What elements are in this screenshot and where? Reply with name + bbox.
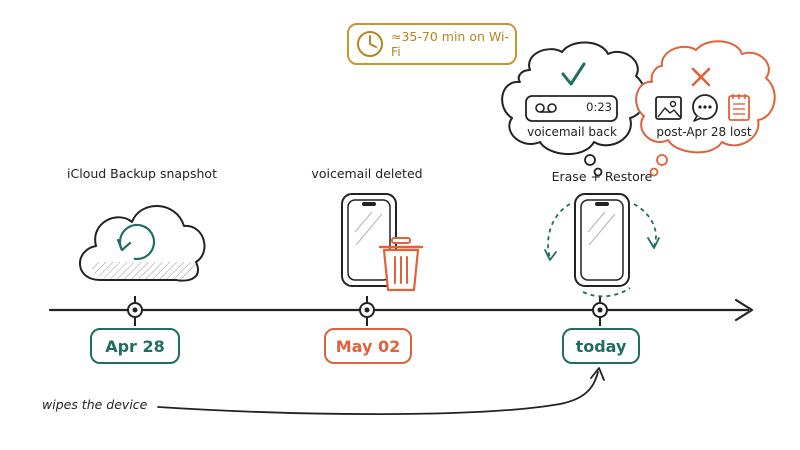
success-thought-bubble: [501, 41, 647, 177]
date-pill-apr28: Apr 28: [90, 328, 180, 364]
voicemail-icon: [535, 103, 557, 113]
event-label-backup: iCloud Backup snapshot: [67, 166, 217, 181]
timeline-marker-apr28: [127, 296, 143, 326]
date-text: Apr 28: [105, 336, 165, 356]
trash-icon: [378, 237, 424, 292]
checkmark-icon: [561, 62, 586, 86]
success-caption: voicemail back: [527, 125, 617, 139]
date-pill-today: today: [562, 328, 640, 364]
photo-icon: [655, 96, 682, 120]
loss-caption: post-Apr 28 lost: [656, 125, 752, 139]
message-icon: [692, 94, 718, 122]
clock-icon: [357, 31, 383, 57]
cross-icon: [691, 67, 711, 87]
duration-text: ≈35-70 min on Wi-Fi: [391, 29, 509, 59]
phone-restore-icon: [544, 193, 660, 298]
event-label-deleted: voicemail deleted: [311, 166, 423, 181]
voicemail-duration: 0:23: [586, 100, 612, 114]
event-label-restore: Erase + Restore: [551, 169, 653, 184]
wipe-note: wipes the device: [42, 397, 148, 412]
notes-icon: [728, 94, 750, 121]
timeline-marker-may02: [359, 296, 375, 326]
voicemail-player: [525, 95, 618, 122]
date-pill-may02: May 02: [324, 328, 412, 364]
date-text: today: [575, 336, 627, 356]
cloud-restore-icon: [79, 205, 206, 282]
phone-trash-icon: [341, 193, 424, 292]
wipe-arrow: [157, 367, 605, 416]
duration-badge: ≈35-70 min on Wi-Fi: [347, 23, 517, 65]
date-text: May 02: [335, 336, 401, 356]
timeline-marker-today: [592, 296, 608, 326]
loss-thought-bubble: [635, 40, 776, 177]
timeline-axis: [48, 298, 754, 322]
